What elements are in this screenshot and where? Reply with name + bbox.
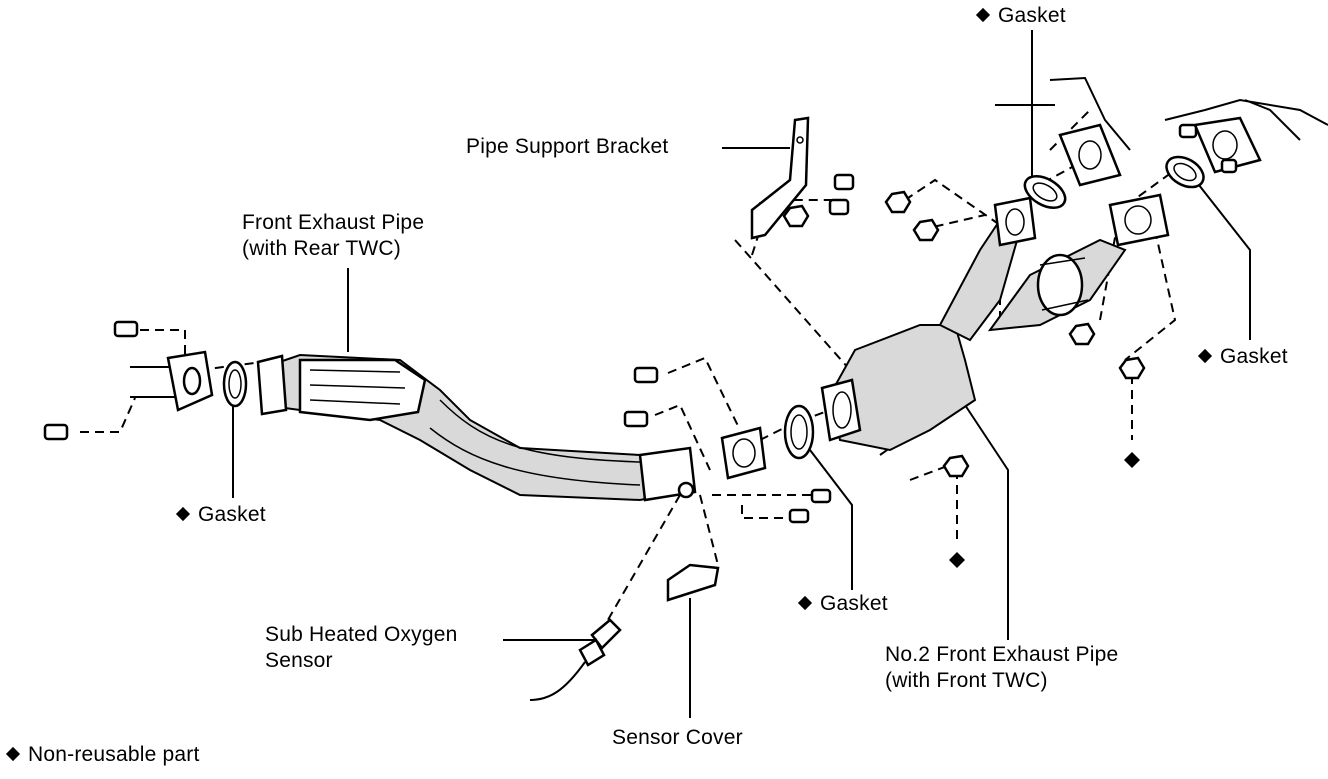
left-flange xyxy=(130,350,214,412)
front-exhaust-pipe-label: Front Exhaust Pipe (with Rear TWC) xyxy=(242,211,425,260)
upper-gasket-left xyxy=(1023,175,1067,209)
diamond-icon xyxy=(975,7,991,23)
center-gasket xyxy=(783,404,815,460)
no2-front-exhaust-pipe-label: No.2 Front Exhaust Pipe (with Front TWC) xyxy=(885,643,1119,692)
gasket-right-label: Gasket xyxy=(1197,344,1288,370)
diamond-icon xyxy=(5,746,21,762)
diamond-icon xyxy=(797,595,813,611)
diamond-icon xyxy=(949,552,965,568)
gasket-left-label: Gasket xyxy=(175,502,266,528)
upper-flange-left xyxy=(993,196,1037,247)
assembly-lines xyxy=(80,109,1177,626)
sensor-cover-label: Sensor Cover xyxy=(612,726,743,749)
no2-front-exhaust-pipe xyxy=(820,218,1127,452)
diamond-icon xyxy=(175,506,191,522)
left-gasket xyxy=(222,360,248,408)
gasket-top-label: Gasket xyxy=(975,3,1066,29)
rear-flange xyxy=(677,426,767,499)
pipe-support-bracket-label: Pipe Support Bracket xyxy=(466,135,669,158)
front-exhaust-pipe xyxy=(256,353,697,502)
diamond-icon xyxy=(1124,452,1140,468)
leader-lines xyxy=(232,30,1251,718)
pipe-support-bracket xyxy=(750,116,810,240)
exhaust-manifolds xyxy=(995,76,1328,187)
diamond-icon xyxy=(1197,348,1213,364)
upper-gasket-right xyxy=(1165,155,1205,189)
fasteners xyxy=(43,123,1238,524)
oxygen-sensor xyxy=(529,618,622,701)
legend-non-reusable: Non-reusable part xyxy=(5,742,200,768)
upper-flange-right xyxy=(1108,193,1170,247)
non-reusable-markers xyxy=(949,452,1140,568)
sensor-cover xyxy=(666,563,720,602)
gasket-center-label: Gasket xyxy=(797,591,888,617)
sub-heated-oxygen-sensor-label: Sub Heated Oxygen Sensor xyxy=(265,623,458,672)
